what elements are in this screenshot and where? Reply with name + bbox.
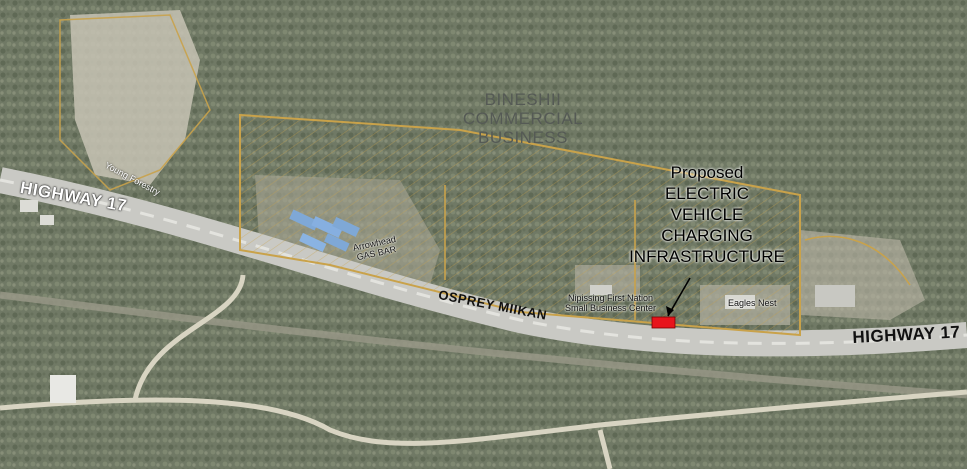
proposal-line4: CHARGING bbox=[661, 226, 753, 245]
proposal-label: Proposed ELECTRIC VEHICLE CHARGING INFRA… bbox=[612, 162, 802, 267]
zone-label: BINESHII COMMERCIAL BUSINESS bbox=[458, 90, 588, 147]
zone-label-line1: BINESHII bbox=[484, 90, 562, 109]
nipissing-line1: Nipissing First Nation bbox=[568, 293, 654, 303]
local-road bbox=[0, 389, 967, 446]
proposal-line1: Proposed bbox=[670, 163, 744, 182]
zone-label-line3: BUSINESS bbox=[478, 128, 568, 147]
eagles-nest-building bbox=[815, 285, 855, 307]
building bbox=[50, 375, 76, 403]
gas-bar-buildings bbox=[289, 209, 360, 253]
proposal-line2: ELECTRIC bbox=[664, 184, 750, 203]
nipissing-line2: Small Business Center bbox=[565, 303, 657, 313]
quarry-clearing bbox=[70, 10, 200, 185]
proposal-line3: VEHICLE bbox=[670, 205, 744, 224]
nipissing-business-center-label: Nipissing First Nation Small Business Ce… bbox=[565, 293, 656, 313]
parcel-hatch bbox=[240, 115, 800, 335]
zone-label-line2: COMMERCIAL bbox=[462, 109, 584, 128]
railway bbox=[0, 291, 967, 399]
eagles-nest-label: Eagles Nest bbox=[728, 298, 777, 308]
proposed-site-marker[interactable] bbox=[651, 316, 676, 329]
proposal-line5: INFRASTRUCTURE bbox=[629, 247, 785, 266]
